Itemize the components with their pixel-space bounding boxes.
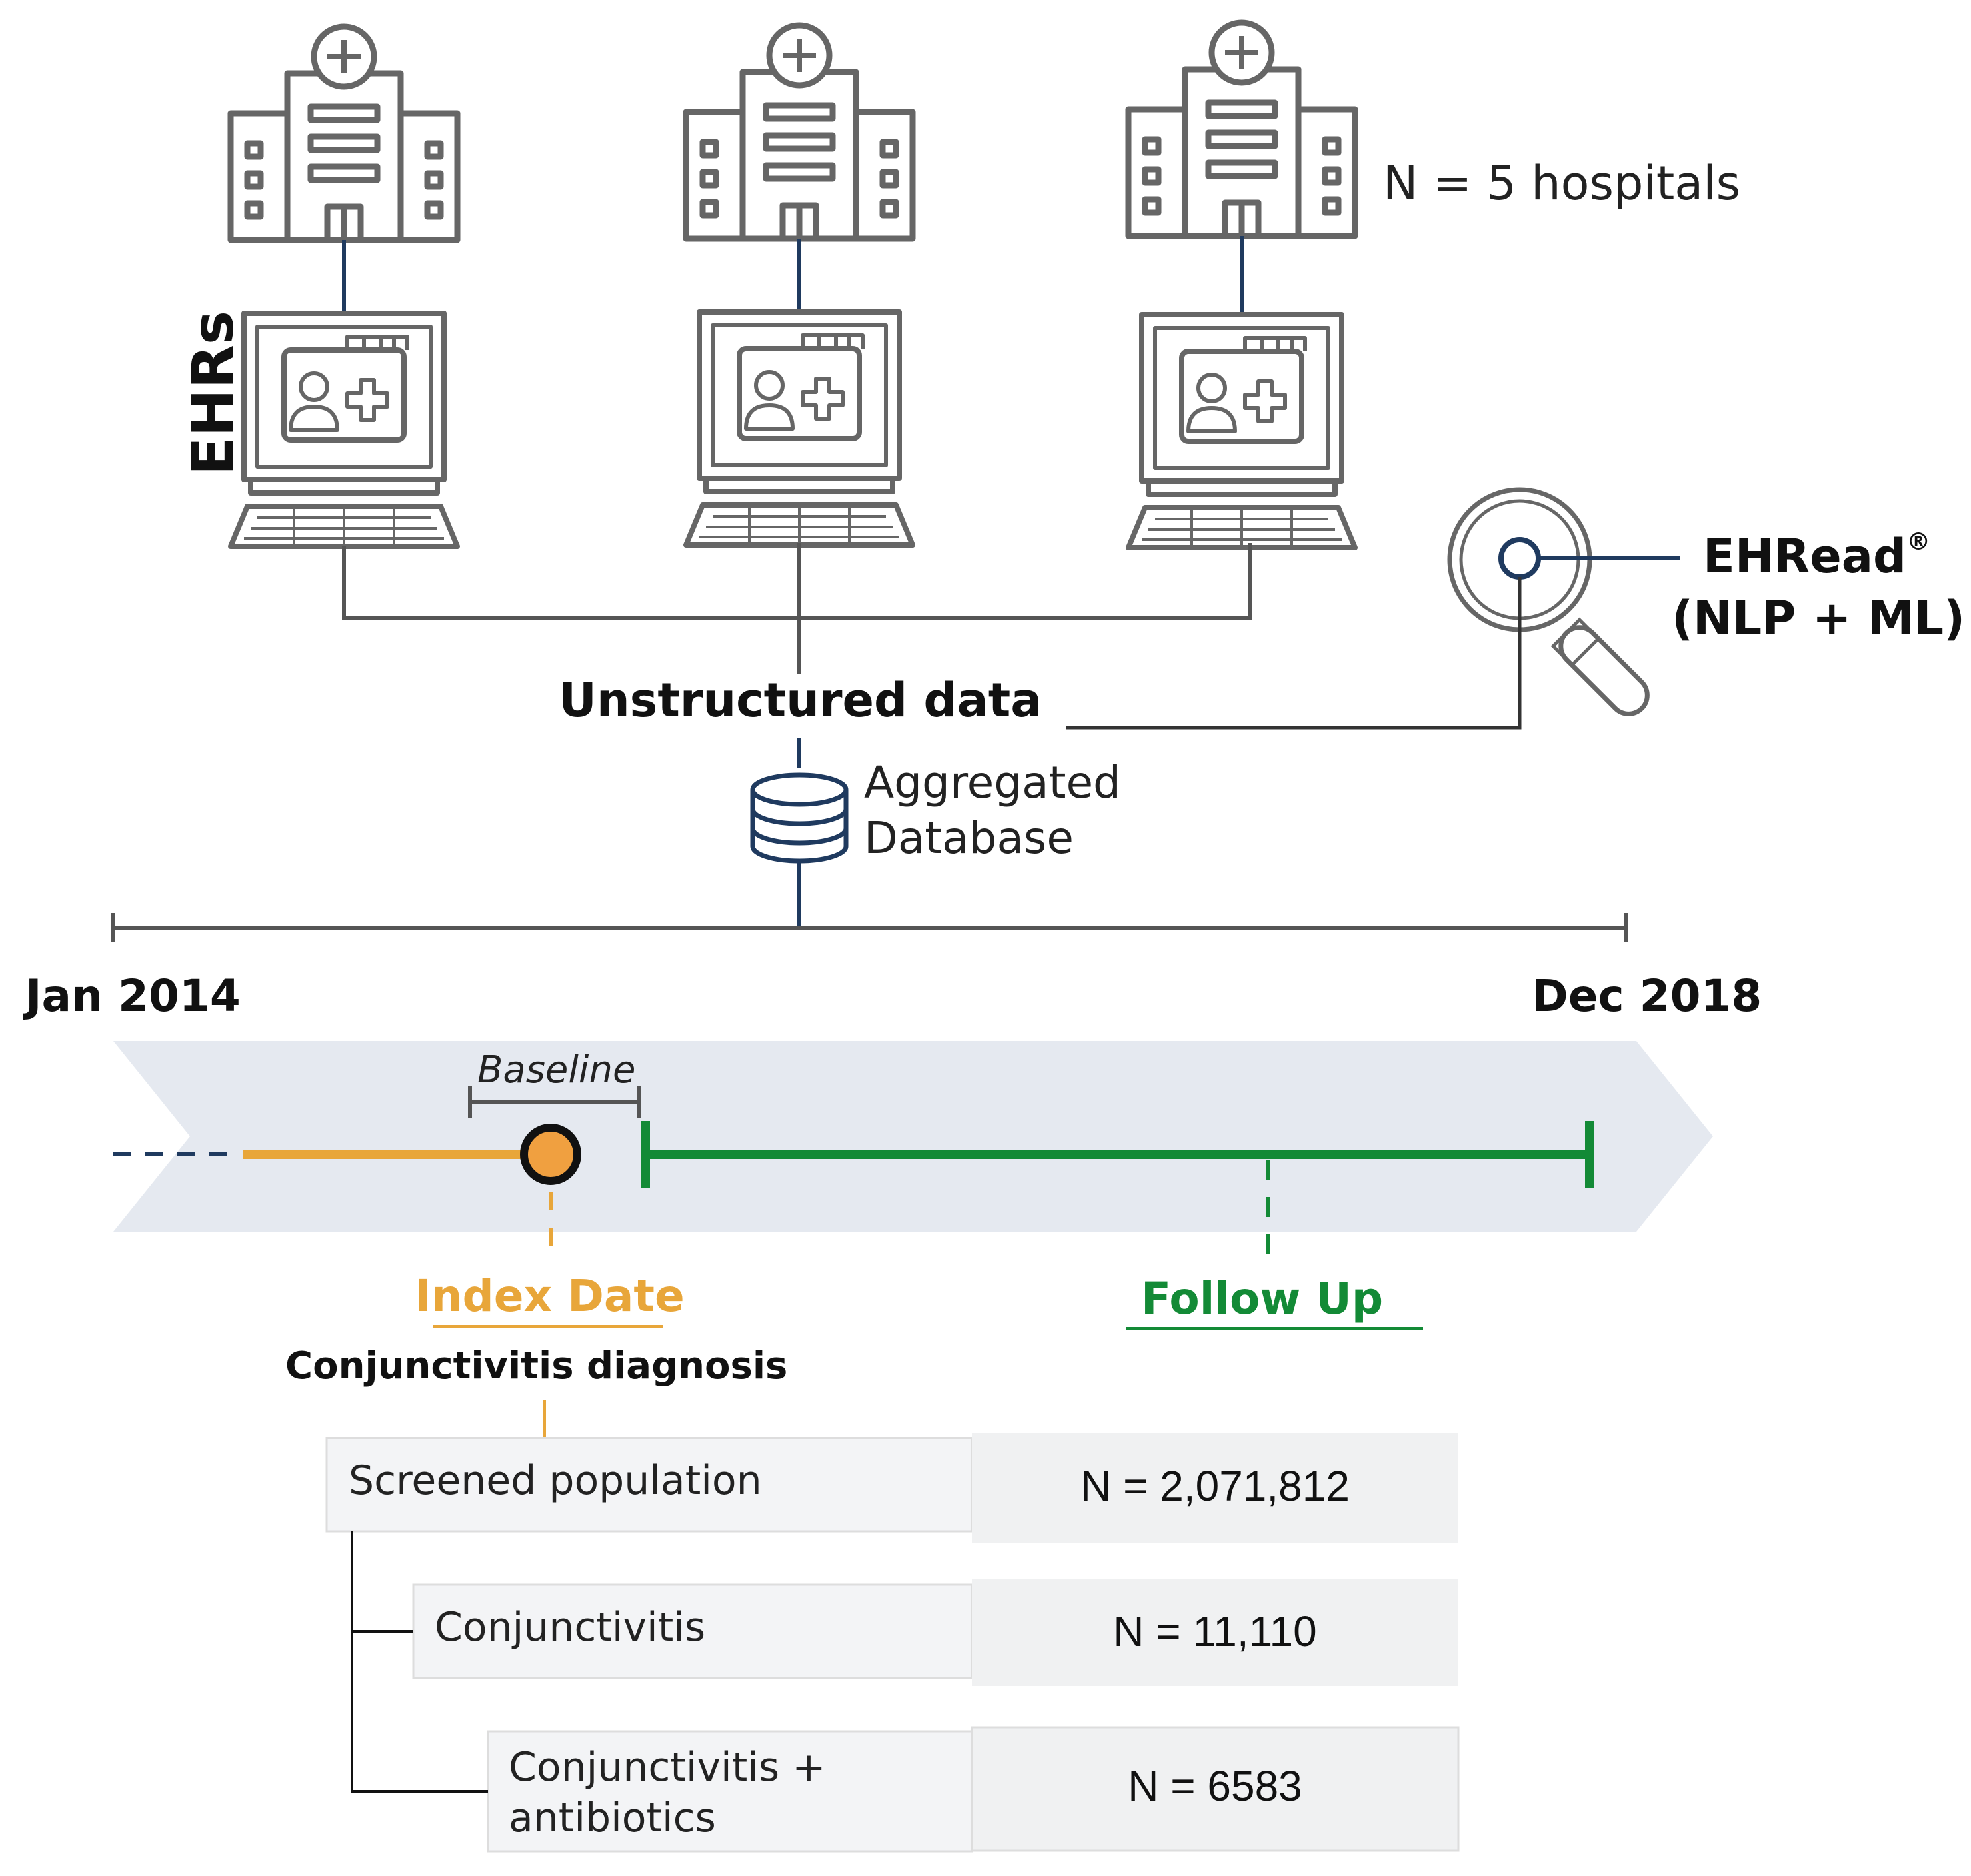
hospital-icon bbox=[686, 25, 913, 239]
cohort-label-box bbox=[325, 1437, 973, 1533]
cohort-label-box bbox=[487, 1730, 973, 1853]
cohort-row-label: Screened population bbox=[349, 1457, 762, 1504]
ehread-label: EHRead® bbox=[1703, 530, 1930, 580]
ehr-computer-icon bbox=[231, 313, 457, 546]
hospitals-count-label: N = 5 hospitals bbox=[1383, 156, 1741, 211]
cohort-row-label-line2: antibiotics bbox=[509, 1795, 716, 1841]
hospital-icon bbox=[1128, 23, 1355, 236]
hospital-icon bbox=[231, 27, 457, 240]
baseline-bracket bbox=[468, 1086, 641, 1118]
follow-up-label: Follow Up bbox=[1141, 1273, 1384, 1324]
merge-connector bbox=[342, 543, 1252, 674]
ehread-link-line bbox=[1066, 577, 1522, 730]
diagnosis-label: Conjunctivitis diagnosis bbox=[285, 1344, 788, 1388]
cohort-value-box bbox=[972, 1433, 1458, 1543]
cohort-value-box bbox=[971, 1726, 1460, 1852]
cohort-row-value: N = 11,110 bbox=[1113, 1607, 1317, 1655]
ehread-node bbox=[1498, 537, 1541, 580]
timeline-band bbox=[113, 1041, 1713, 1232]
index-date-marker bbox=[520, 1124, 581, 1185]
magnifier-icon bbox=[1447, 487, 1650, 716]
database-icon bbox=[750, 772, 849, 864]
start-date-label: Jan 2014 bbox=[25, 970, 241, 1022]
ehread-name: EHRead bbox=[1703, 529, 1907, 584]
cohort-row-label-line1: Conjunctivitis + bbox=[509, 1744, 826, 1791]
unstructured-data-label: Unstructured data bbox=[559, 673, 1042, 728]
ehread-method-label: (NLP + ML) bbox=[1672, 591, 1966, 646]
cohort-label-box bbox=[412, 1583, 973, 1679]
cohort-row-value: N = 2,071,812 bbox=[1080, 1462, 1350, 1510]
end-date-label: Dec 2018 bbox=[1532, 970, 1762, 1022]
cohort-value-box bbox=[972, 1579, 1458, 1686]
cohort-row-value: N = 6583 bbox=[1128, 1762, 1302, 1810]
registered-mark: ® bbox=[1906, 528, 1931, 556]
cohort-row-label: Conjunctivitis bbox=[435, 1604, 706, 1651]
index-date-label: Index Date bbox=[415, 1270, 685, 1322]
ehr-computer-icon bbox=[1128, 315, 1355, 548]
ehrs-label: EHRs bbox=[180, 310, 247, 476]
database-label-line2: Database bbox=[864, 812, 1074, 864]
cohort-tree-connector bbox=[351, 1531, 488, 1793]
database-label-line1: Aggregated bbox=[864, 757, 1121, 808]
baseline-label: Baseline bbox=[477, 1048, 636, 1092]
ehr-computer-icon bbox=[686, 312, 913, 545]
